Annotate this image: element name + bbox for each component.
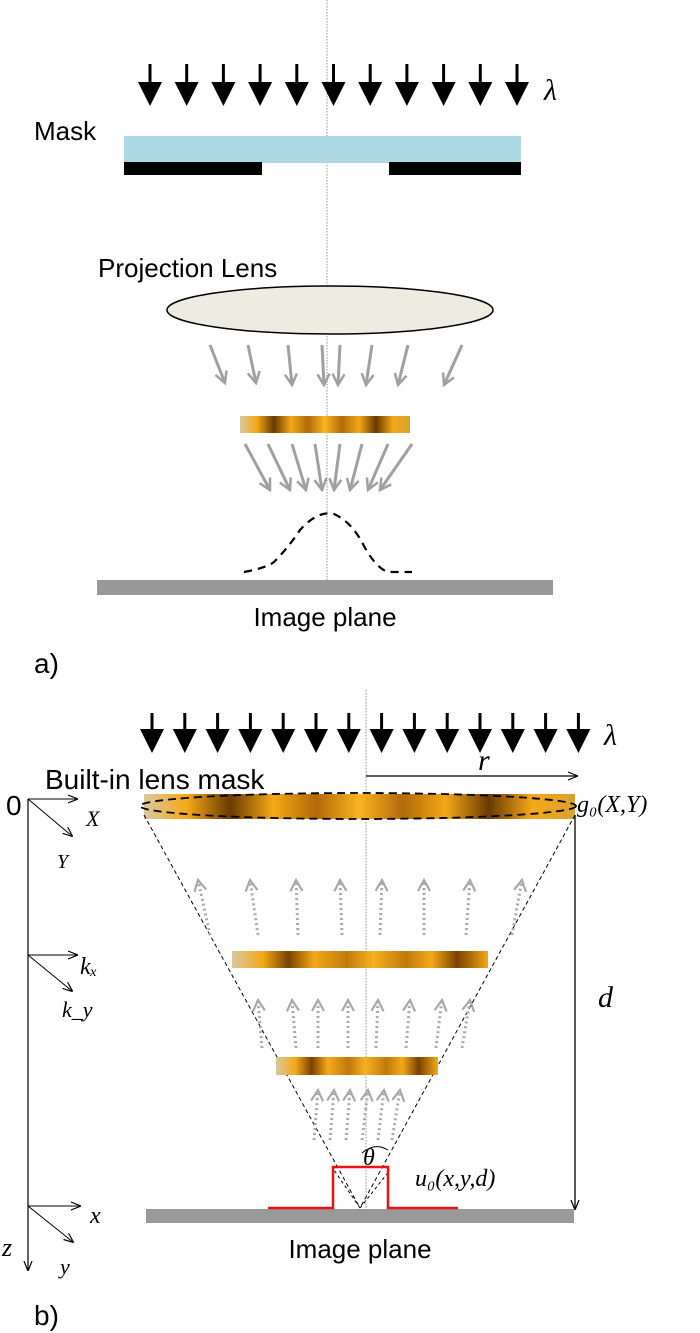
origin-label: 0 <box>6 790 22 821</box>
distance-symbol: d <box>598 981 614 1014</box>
dotted-ray <box>460 1000 470 1049</box>
image-plane-b <box>146 1209 574 1223</box>
converging-ray <box>334 443 340 490</box>
coordinate-system-image: x y <box>27 1203 101 1279</box>
dotted-ray <box>340 880 342 936</box>
built-in-lens-mask <box>144 794 575 819</box>
dotted-ray <box>390 1090 400 1141</box>
converging-ray <box>366 344 372 385</box>
dotted-ray <box>346 1090 350 1141</box>
image-plane-label-b: Image plane <box>288 1234 431 1264</box>
coordinate-system-spectral: kₓ k_y <box>27 954 97 1022</box>
axis-label-y: y <box>58 1254 70 1279</box>
dotted-ray <box>292 1000 296 1049</box>
mask-outline-dashed <box>139 792 577 820</box>
converging-ray <box>380 443 414 490</box>
converging-ray <box>444 344 464 385</box>
incident-light-arrows-a <box>138 64 529 106</box>
built-in-lens-mask-label: Built-in lens mask <box>45 764 265 795</box>
converging-ray <box>322 344 324 385</box>
axis-label-X: X <box>85 806 101 831</box>
axis-label-z: z <box>1 1233 12 1262</box>
converging-ray <box>266 443 290 490</box>
dotted-ray <box>258 1000 262 1049</box>
converging-rays-lower <box>243 443 414 490</box>
converging-ray <box>315 443 322 490</box>
converging-ray <box>246 344 256 383</box>
projection-lens-label: Projection Lens <box>98 253 277 283</box>
converging-ray <box>368 443 390 490</box>
target-pulse <box>268 1165 458 1210</box>
converging-ray <box>398 344 410 385</box>
incident-light-arrows-b <box>140 713 591 753</box>
axis-label-x: x <box>89 1203 101 1229</box>
dotted-ray <box>510 880 522 936</box>
cone-edge-right <box>359 814 576 1209</box>
panel-a-label: a) <box>34 648 59 679</box>
dotted-ray <box>466 880 470 936</box>
wavelength-symbol-a: λ <box>543 74 557 107</box>
converging-ray <box>288 344 292 385</box>
panel-b: λ r Built-in lens mask g₀(X,Y) 0 θ d u₀(… <box>1 690 647 1331</box>
dotted-ray <box>380 880 382 936</box>
converging-ray <box>350 443 364 490</box>
mask-opaque-left <box>124 162 262 175</box>
mask-opaque-right <box>389 162 521 175</box>
wavelength-symbol-b: λ <box>603 719 617 752</box>
panel-a: λ Mask Projection Lens Image plane a) <box>34 0 557 679</box>
image-plane-label-a: Image plane <box>253 602 396 632</box>
axis-label-kx: kₓ <box>80 954 97 980</box>
dotted-ray <box>250 880 260 936</box>
image-plane-a <box>97 580 553 595</box>
axis-label-ky: k_y <box>62 997 93 1022</box>
cone-edge-left <box>143 814 361 1209</box>
inner-cone-right <box>359 1169 391 1209</box>
angle-arc <box>361 1146 389 1154</box>
dotted-ray <box>362 1090 368 1141</box>
converging-rays-upper <box>208 344 464 385</box>
image-field-label: u₀(x,y,d) <box>415 1166 495 1192</box>
dotted-ray <box>406 1000 410 1049</box>
projection-lens <box>166 285 494 335</box>
dotted-ray <box>330 1090 334 1141</box>
mask-label: Mask <box>34 116 97 146</box>
lens-plane-lower <box>276 1057 438 1075</box>
dotted-ray <box>376 1000 378 1049</box>
dotted-ray <box>198 880 212 936</box>
converging-ray <box>243 443 272 490</box>
converging-ray <box>208 344 225 383</box>
dotted-ray <box>436 1000 442 1049</box>
converging-ray <box>338 344 340 385</box>
panel-b-label: b) <box>34 1300 59 1331</box>
angle-symbol: θ <box>363 1145 375 1171</box>
dotted-ray <box>296 880 298 936</box>
lens-plane-middle <box>232 951 488 968</box>
converging-ray <box>290 443 306 490</box>
radius-symbol: r <box>478 744 490 777</box>
inner-cone-left <box>333 1169 361 1209</box>
mask-field-label: g₀(X,Y) <box>577 792 647 818</box>
dotted-ray <box>378 1090 384 1141</box>
intensity-profile <box>243 512 412 574</box>
mask-glass <box>124 136 521 163</box>
dotted-ray <box>314 1090 318 1141</box>
lens-element-a <box>240 416 410 433</box>
axis-label-Y: Y <box>57 851 70 873</box>
back-propagating-rays <box>198 880 522 1141</box>
coordinate-system-mask: X Y <box>27 799 101 873</box>
